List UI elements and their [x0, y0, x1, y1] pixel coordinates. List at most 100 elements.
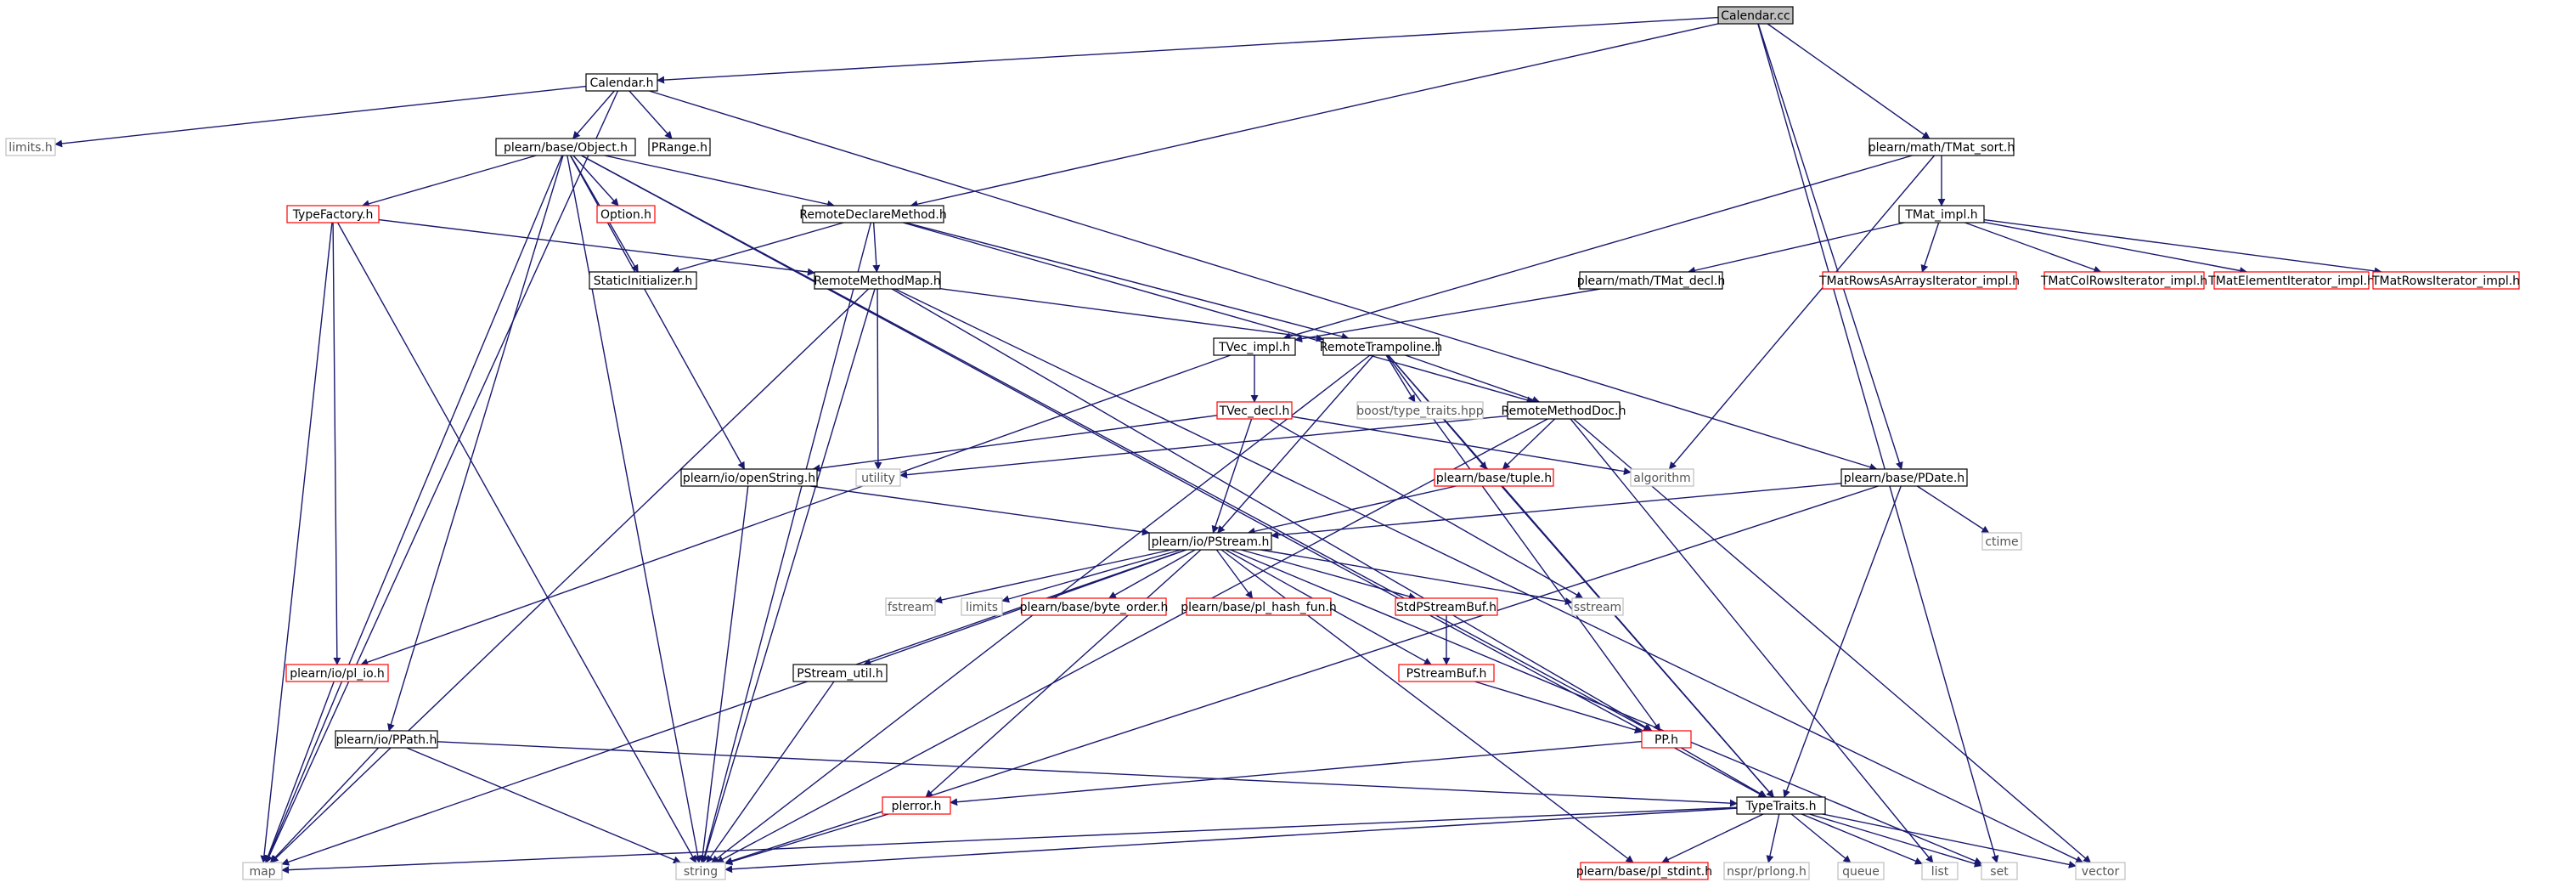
node-label: plearn/io/pl_io.h	[290, 667, 385, 681]
edge-typetraits_h-to-set	[1809, 813, 1982, 868]
node-utility: utility	[855, 468, 901, 487]
node-label: limits	[966, 601, 998, 614]
edge-calendar_h-to-object_h	[572, 90, 615, 139]
edge-openstring_h-to-string	[698, 485, 749, 863]
edge-object_h-to-string	[566, 155, 702, 863]
node-label: string	[684, 865, 718, 879]
node-plerror-h[interactable]: plerror.h	[882, 796, 951, 815]
edge-pstream_h-to-byte_order_h	[1108, 549, 1196, 599]
edge-pstream_h-to-stdpstreambuf_h	[1240, 549, 1417, 601]
node-vector: vector	[2075, 862, 2126, 880]
node-typefactory-h[interactable]: TypeFactory.h	[286, 205, 380, 223]
node-box	[1981, 532, 2022, 551]
edge-typetraits_h-to-list	[1801, 813, 1923, 865]
edge-calendar_cc-to-calendar_h	[657, 16, 1719, 84]
node-algorithm: algorithm	[1630, 468, 1694, 487]
node-box	[1579, 271, 1723, 290]
node-label: plearn/math/TMat_sort.h	[1869, 141, 2015, 155]
edge-remotedeclare_h-to-string	[701, 222, 872, 863]
edge-pp_h-to-typetraits_h	[1680, 747, 1767, 798]
node-pl-hash-fun-h[interactable]: plearn/base/pl_hash_fun.h	[1181, 597, 1337, 616]
node-box	[802, 205, 944, 223]
edge-object_h-to-ppath_h	[387, 155, 564, 732]
node-list: list	[1921, 862, 1959, 880]
edge-remotetrampoline_h-to-pstream_h	[1217, 354, 1374, 534]
edge-tmat_impl_h-to-tmat_decl_h	[1687, 222, 1905, 274]
node-box	[1630, 468, 1694, 487]
node-fstream: fstream	[885, 597, 936, 616]
edge-typetraits_h-to-string	[724, 807, 1738, 874]
node-tmatcolrows-h[interactable]: TMatColRowsIterator_impl.h	[2040, 271, 2207, 290]
node-tvec-impl-h[interactable]: TVec_impl.h	[1213, 337, 1296, 356]
node-box	[2372, 271, 2520, 290]
node-label: TVec_impl.h	[1218, 341, 1290, 354]
node-tmat-sort-h[interactable]: plearn/math/TMat_sort.h	[1869, 138, 2015, 156]
node-label: TMatElementIterator_impl.h	[2207, 274, 2375, 288]
edge-tuple_h-to-typetraits_h	[1501, 485, 1774, 798]
node-label: map	[249, 865, 275, 879]
node-box	[589, 271, 697, 290]
node-object-h[interactable]: plearn/base/Object.h	[495, 138, 636, 156]
edge-remotemethoddoc_h-to-list	[1570, 418, 1934, 863]
node-label: plearn/base/tuple.h	[1436, 472, 1552, 485]
node-box	[648, 138, 711, 156]
node-tmat-impl-h[interactable]: TMat_impl.h	[1898, 205, 1985, 223]
node-box	[1641, 730, 1692, 749]
edge-tvec_impl_h-to-pl_io_h	[360, 354, 1232, 666]
node-label: TMatRowsAsArraysIterator_impl.h	[1818, 274, 2020, 288]
node-openstring-h[interactable]: plearn/io/openString.h	[680, 468, 818, 487]
node-pl-io-h[interactable]: plearn/io/pl_io.h	[285, 664, 389, 682]
node-tmatrows-h[interactable]: TMatRowsIterator_impl.h	[2371, 271, 2520, 290]
node-label: fstream	[888, 601, 933, 614]
node-remotemethodmap-h[interactable]: RemoteMethodMap.h	[814, 271, 941, 290]
node-pl-stdint-h[interactable]: plearn/base/pl_stdint.h	[1576, 862, 1712, 880]
node-tuple-h[interactable]: plearn/base/tuple.h	[1434, 468, 1554, 487]
edge-plerror_h-to-string	[724, 813, 889, 866]
node-box	[1398, 664, 1495, 682]
node-label: plearn/base/pl_hash_fun.h	[1181, 601, 1337, 614]
node-calendar-h[interactable]: Calendar.h	[585, 73, 658, 92]
node-remotedeclare-h[interactable]: RemoteDeclareMethod.h	[799, 205, 947, 223]
node-tmatrowsarrays-h[interactable]: TMatRowsAsArraysIterator_impl.h	[1818, 271, 2020, 290]
node-remotemethoddoc-h[interactable]: RemoteMethodDoc.h	[1502, 401, 1626, 420]
node-box	[1395, 597, 1498, 616]
node-remotetrampoline-h[interactable]: RemoteTrampoline.h	[1320, 337, 1443, 356]
node-label: sstream	[1574, 601, 1621, 614]
node-pdate-h[interactable]: plearn/base/PDate.h	[1840, 468, 1968, 487]
node-prange-h[interactable]: PRange.h	[648, 138, 711, 156]
node-box	[1869, 138, 2015, 156]
node-limits-top: limits.h	[5, 138, 56, 156]
edge-calendar_cc-to-pdate_h	[1757, 23, 1903, 470]
node-label: RemoteMethodMap.h	[814, 274, 940, 288]
node-string: string	[675, 862, 726, 880]
node-set: set	[1981, 862, 2018, 880]
node-tmat-decl-h[interactable]: plearn/math/TMat_decl.h	[1577, 271, 1725, 290]
node-box	[885, 597, 936, 616]
edge-tmat_impl_h-to-tmatrows_h	[1983, 218, 2382, 275]
node-box	[1322, 337, 1440, 356]
node-box	[961, 597, 1003, 616]
node-staticinit-h[interactable]: StaticInitializer.h	[589, 271, 697, 290]
node-calendar-cc[interactable]: Calendar.cc	[1717, 6, 1794, 25]
edge-tmat_sort_h-to-algorithm	[1668, 155, 1936, 470]
node-pstreambuf-h[interactable]: PStreamBuf.h	[1398, 664, 1495, 682]
node-pstream-util-h[interactable]: PStream_util.h	[792, 664, 888, 682]
node-ppath-h[interactable]: plearn/io/PPath.h	[335, 730, 438, 749]
node-option-h[interactable]: Option.h	[596, 205, 656, 223]
node-box	[814, 271, 941, 290]
node-box	[1571, 597, 1624, 616]
node-box	[285, 664, 389, 682]
node-pp-h[interactable]: PP.h	[1641, 730, 1692, 749]
node-stdpstreambuf-h[interactable]: StdPStreamBuf.h	[1395, 597, 1498, 616]
node-box	[2213, 271, 2370, 290]
edge-calendar_h-to-prange_h	[628, 90, 673, 139]
node-label: TMatRowsIterator_impl.h	[2371, 274, 2520, 288]
node-tvec-decl-h[interactable]: TVec_decl.h	[1216, 401, 1293, 420]
edge-remotemethoddoc_h-to-string	[715, 418, 1548, 863]
node-typetraits-h[interactable]: TypeTraits.h	[1736, 796, 1826, 815]
edge-remotemethoddoc_h-to-vector	[1573, 418, 2092, 863]
edge-openstring_h-to-pstream_h	[810, 485, 1150, 536]
node-tmatelement-h[interactable]: TMatElementIterator_impl.h	[2207, 271, 2375, 290]
node-pstream-h[interactable]: plearn/io/PStream.h	[1148, 532, 1272, 551]
node-byte-order-h[interactable]: plearn/base/byte_order.h	[1020, 597, 1169, 616]
